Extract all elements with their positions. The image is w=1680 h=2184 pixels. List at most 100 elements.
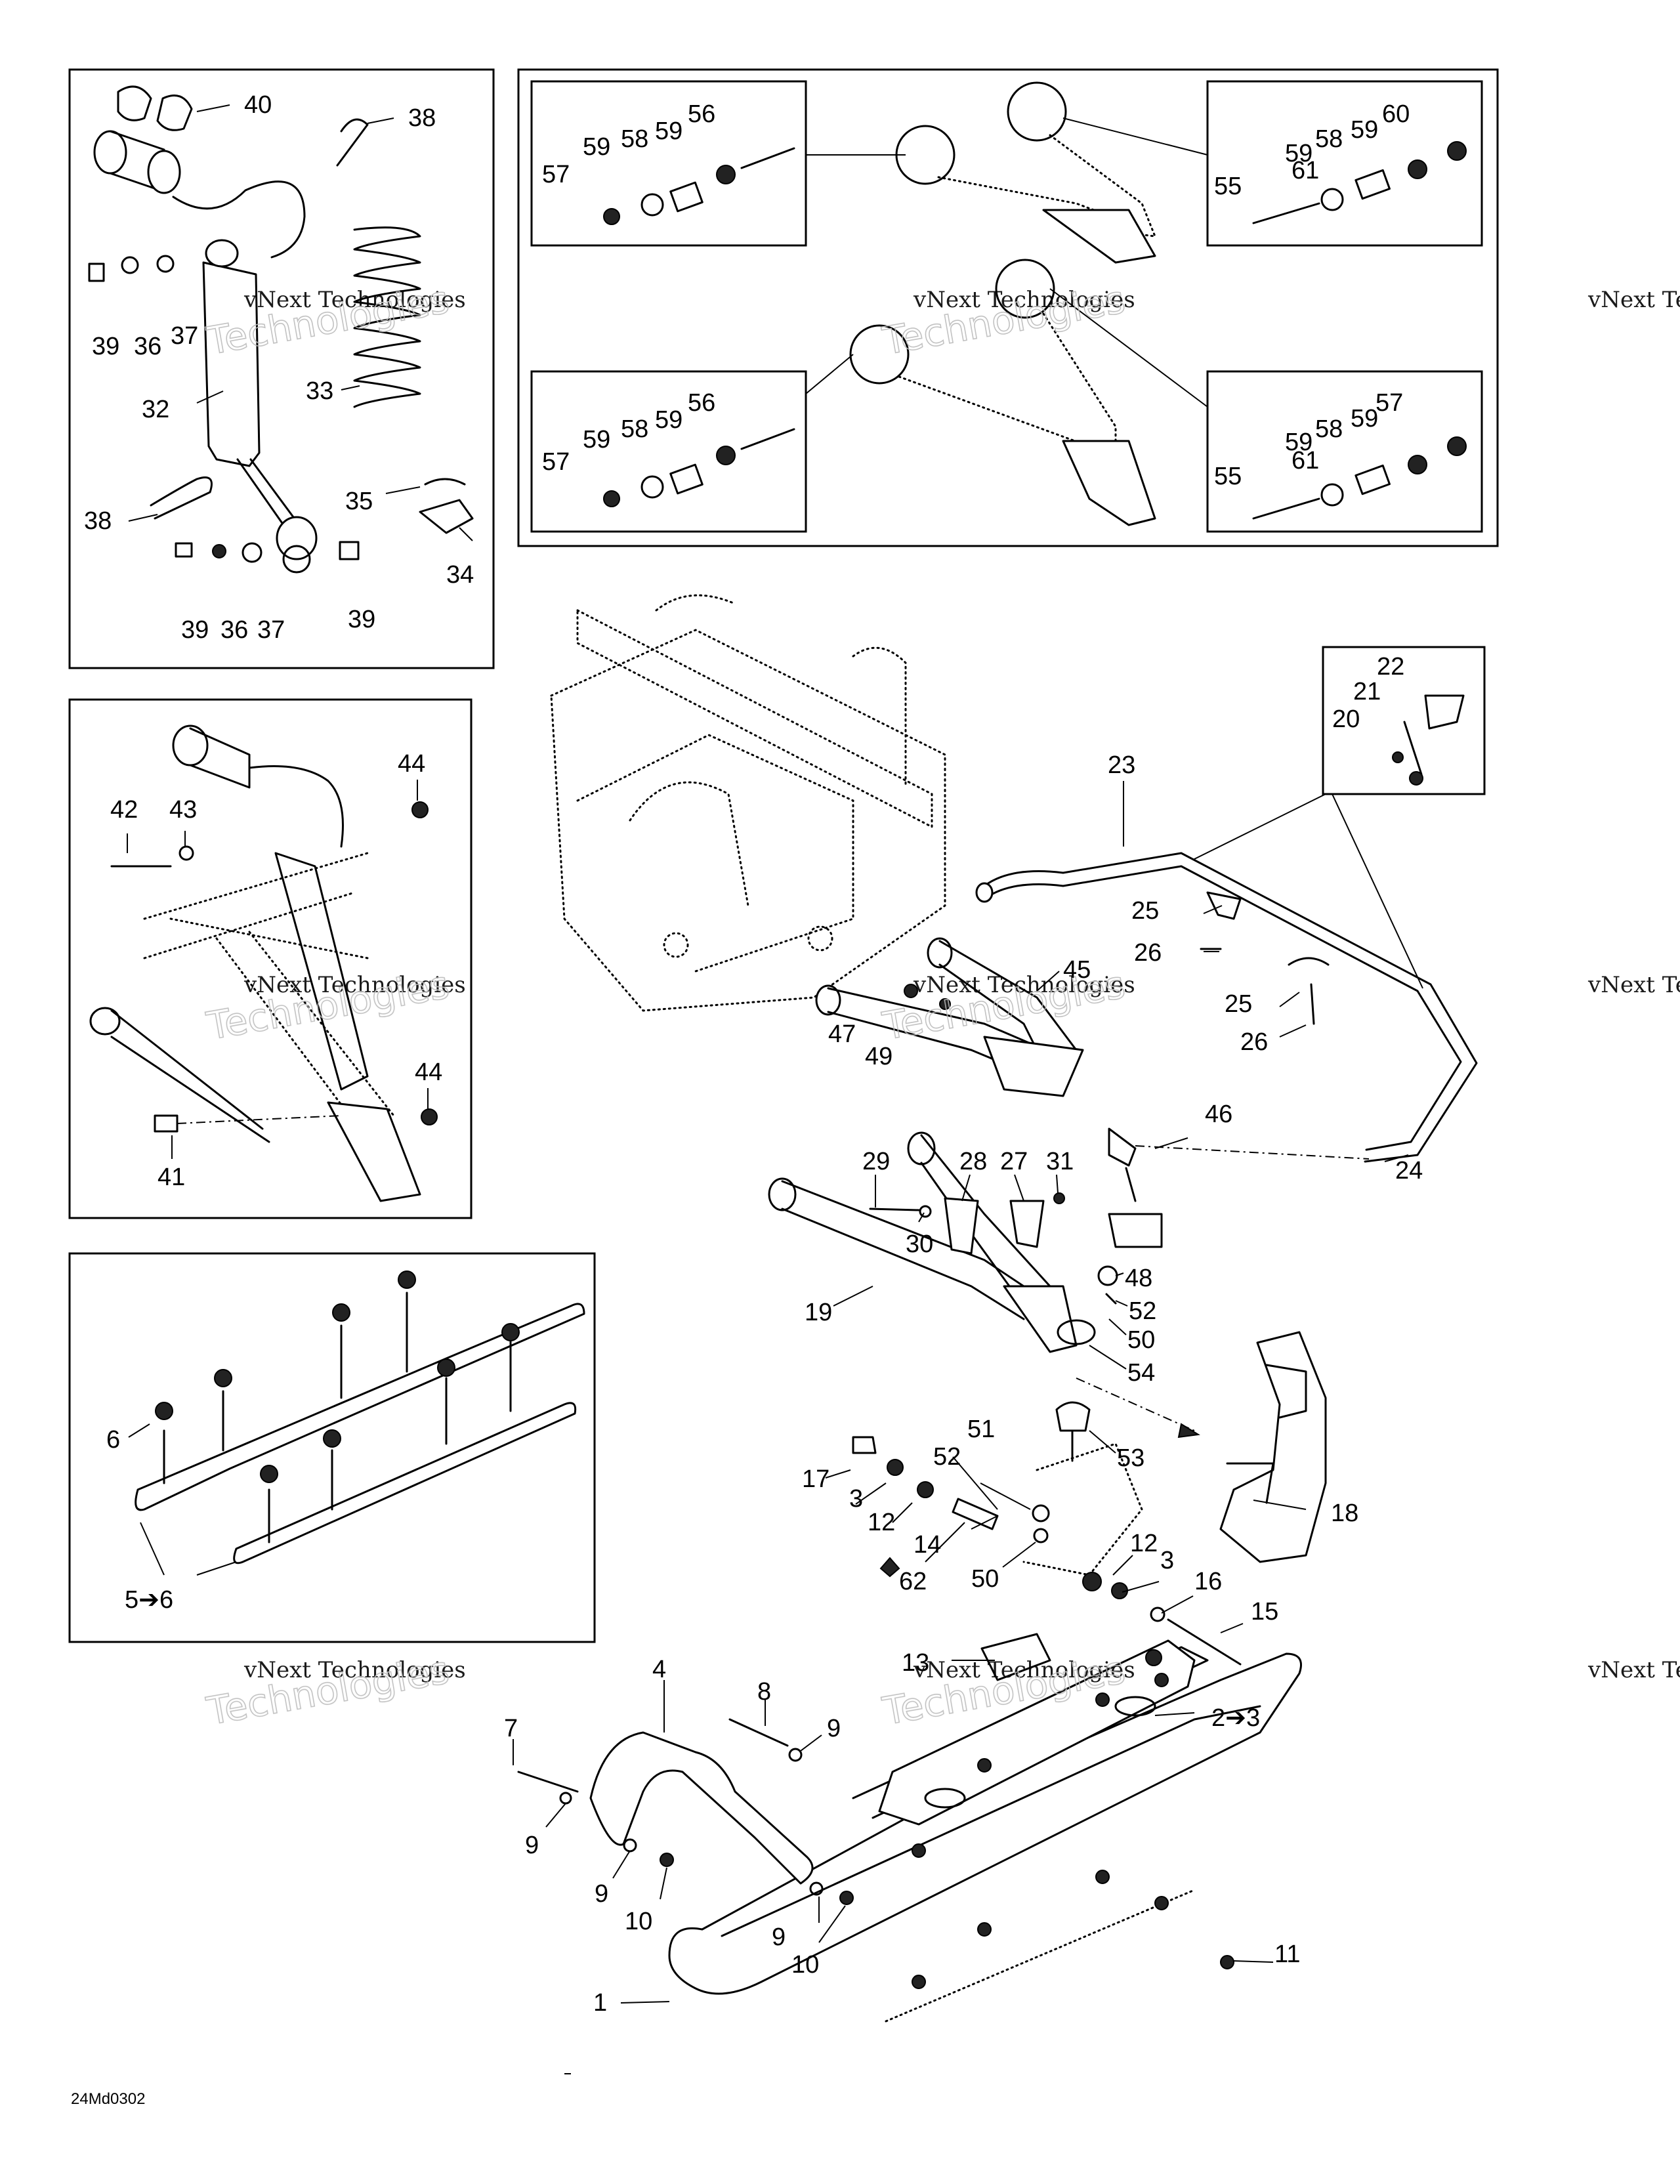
callout-16: 16 (1194, 1568, 1222, 1595)
ski (668, 1639, 1302, 2023)
callout-29: 29 (862, 1148, 890, 1175)
a-arm-inset-bottom-right (1206, 370, 1483, 533)
sway-bar-brackets (1200, 891, 1330, 1025)
callout-53: 53 (1117, 1444, 1144, 1472)
callout-33: 33 (306, 377, 333, 405)
callout-30: 30 (906, 1230, 933, 1258)
callout-50: 50 (971, 1565, 999, 1593)
callout-59: 59 (1285, 140, 1312, 167)
upper-a-arm (815, 937, 1370, 1202)
shock-absorber-panel (68, 68, 495, 669)
callout-18: 18 (1331, 1500, 1358, 1527)
callout-38: 38 (84, 507, 112, 535)
watermark-group: vNext Technologies Technologies vNext Te… (203, 276, 1680, 1734)
callout-36: 36 (134, 333, 161, 360)
callout-14: 14 (914, 1531, 941, 1559)
callout-12: 12 (868, 1509, 895, 1536)
callout-36: 36 (220, 616, 248, 644)
callout-37: 37 (171, 322, 198, 350)
a-arm-bushing-drawing (805, 81, 1208, 526)
callout-59: 59 (655, 406, 682, 434)
watermark-text: vNext Technologies (913, 1657, 1135, 1683)
callout-42: 42 (110, 796, 138, 824)
carbide-runner-panel (68, 1252, 596, 1643)
callout-51: 51 (967, 1416, 995, 1443)
callout-34: 34 (446, 561, 474, 589)
callout-10: 10 (625, 1908, 652, 1935)
shock-mount-leaders (127, 780, 429, 1159)
callout-6: 6 (106, 1426, 120, 1454)
watermark-text: vNext Technologies (913, 287, 1135, 313)
callout-19: 19 (805, 1299, 832, 1326)
callout-26: 26 (1134, 939, 1162, 967)
callout-25: 25 (1225, 990, 1252, 1018)
callout-9: 9 (827, 1715, 841, 1742)
callout-23: 23 (1108, 751, 1135, 779)
carbide-runner-drawing (128, 1270, 585, 1576)
front-frame-chassis (550, 594, 946, 1012)
sway-bar-link (1392, 694, 1465, 786)
callout-39: 39 (348, 606, 375, 633)
callout-44: 44 (398, 750, 425, 778)
callout-17: 17 (802, 1465, 830, 1493)
lower-a-arm (768, 1131, 1200, 1438)
callout-25: 25 (1131, 897, 1159, 925)
callout-11: 11 (1274, 1941, 1300, 1968)
a-arm-inset-top-right (1206, 80, 1483, 247)
callout-3: 3 (1160, 1547, 1174, 1574)
a-arm-bushing-panel (517, 68, 1499, 547)
shock-mount-drawing (89, 724, 438, 1202)
spindle-hardware (852, 1213, 1242, 1666)
bushing-hardware-bottom-left (603, 428, 795, 507)
callout-56: 56 (688, 389, 715, 417)
watermark-text: vNext Technologies (1587, 972, 1680, 998)
callout-13: 13 (902, 1649, 929, 1677)
callout-56: 56 (688, 100, 715, 128)
callout-1: 1 (593, 1989, 607, 2017)
shock-absorber-leaders (128, 104, 473, 541)
watermark-text: vNext Technologies (243, 287, 466, 313)
callout-61: 61 (1292, 157, 1319, 184)
callout-22: 22 (1377, 653, 1404, 681)
callout-31: 31 (1046, 1148, 1074, 1175)
callout-59: 59 (583, 426, 610, 453)
a-arm-inset-bottom-left (530, 370, 807, 533)
watermark-text: vNext Technologies (243, 1657, 466, 1683)
a-arm-inset-top-left (530, 80, 807, 247)
callout-45: 45 (1063, 956, 1091, 984)
watermark-text: vNext Technologies (243, 972, 466, 998)
callout-8: 8 (757, 1678, 771, 1706)
callout-24: 24 (1395, 1157, 1423, 1185)
callout-60: 60 (1382, 100, 1410, 128)
callout-47: 47 (828, 1020, 856, 1048)
callout-39: 39 (92, 333, 119, 360)
callout-27: 27 (1000, 1148, 1028, 1175)
callout-59: 59 (1285, 429, 1312, 456)
callout-26: 26 (1240, 1028, 1268, 1056)
callout-62: 62 (899, 1568, 927, 1595)
callout-52: 52 (1129, 1297, 1156, 1325)
callout-57: 57 (1376, 389, 1403, 417)
callout-58: 58 (621, 125, 648, 153)
callout-labels: 40 38 39 36 37 32 33 35 38 34 39 36 37 3… (84, 91, 1423, 2017)
callout-59: 59 (655, 117, 682, 145)
callout-59: 59 (1351, 116, 1378, 144)
shock-mount-panel (68, 698, 472, 1219)
callout-44: 44 (415, 1059, 442, 1086)
callout-2-to-3: 2➔3 (1211, 1704, 1260, 1732)
shock-absorber-drawing (88, 85, 474, 574)
watermark-text: vNext Technologies (1587, 1657, 1680, 1683)
callout-39: 39 (181, 616, 209, 644)
callout-48: 48 (1125, 1265, 1152, 1292)
callout-55: 55 (1214, 463, 1242, 490)
watermark-text: vNext Technologies (1587, 287, 1680, 313)
callout-50: 50 (1127, 1326, 1155, 1354)
callout-55: 55 (1214, 173, 1242, 200)
callout-20: 20 (1332, 705, 1360, 733)
callout-57: 57 (542, 448, 570, 476)
callout-32: 32 (142, 396, 169, 423)
diagram-reference-code: 24Md0302 (71, 2090, 145, 2108)
callout-28: 28 (959, 1148, 987, 1175)
leader-lines (513, 781, 1409, 2074)
